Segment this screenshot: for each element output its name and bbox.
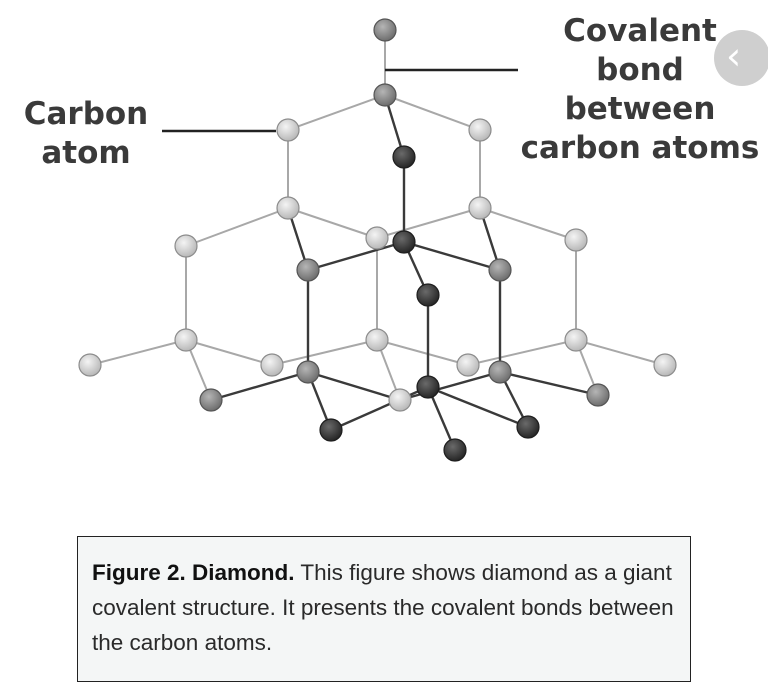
atom [388, 388, 412, 412]
atom [564, 228, 588, 252]
chevron-left-icon: ‹ [726, 34, 742, 78]
atom [319, 418, 343, 442]
caption-title: Figure 2. Diamond. [92, 560, 295, 585]
atom [564, 328, 588, 352]
atom [276, 196, 300, 220]
carbon-atom-label-line: atom [41, 135, 131, 171]
atom [488, 360, 512, 384]
lattice-svg [78, 18, 677, 462]
light-atoms [78, 118, 677, 412]
previous-arrow-button[interactable]: ‹ [714, 30, 768, 86]
atom [488, 258, 512, 282]
atom [468, 196, 492, 220]
atom [296, 258, 320, 282]
atom [276, 118, 300, 142]
caption-text: This figure shows diamond as a giant cov… [92, 560, 674, 655]
atom [365, 226, 389, 250]
atom [174, 328, 198, 352]
atom [373, 83, 397, 107]
covalent-bond-label-line: Covalent bond [563, 13, 717, 88]
atom [416, 283, 440, 307]
carbon-atom-label-line: Carbon [23, 96, 149, 132]
mid-atoms [199, 18, 610, 412]
back-bonds [89, 30, 666, 401]
atom [365, 328, 389, 352]
atom [416, 375, 440, 399]
atom [653, 353, 677, 377]
covalent-bond-label: Covalent bond between carbon atoms [520, 12, 760, 168]
covalent-bond-label-line: carbon atoms [520, 130, 760, 166]
carbon-atom-label: Carbon atom [16, 95, 156, 173]
atom [456, 353, 480, 377]
atom [392, 230, 416, 254]
dark-atoms [319, 145, 540, 462]
atom [468, 118, 492, 142]
atom [373, 18, 397, 42]
atom [260, 353, 284, 377]
covalent-bond-label-line: between [564, 91, 716, 127]
atom [586, 383, 610, 407]
atom [78, 353, 102, 377]
atom [443, 438, 467, 462]
diamond-structure-diagram: Carbon atom Covalent bond between carbon… [16, 12, 768, 462]
figure-caption: Figure 2. Diamond. This figure shows dia… [77, 536, 691, 682]
atom [296, 360, 320, 384]
atom [174, 234, 198, 258]
atom [392, 145, 416, 169]
atom [199, 388, 223, 412]
atom [516, 415, 540, 439]
